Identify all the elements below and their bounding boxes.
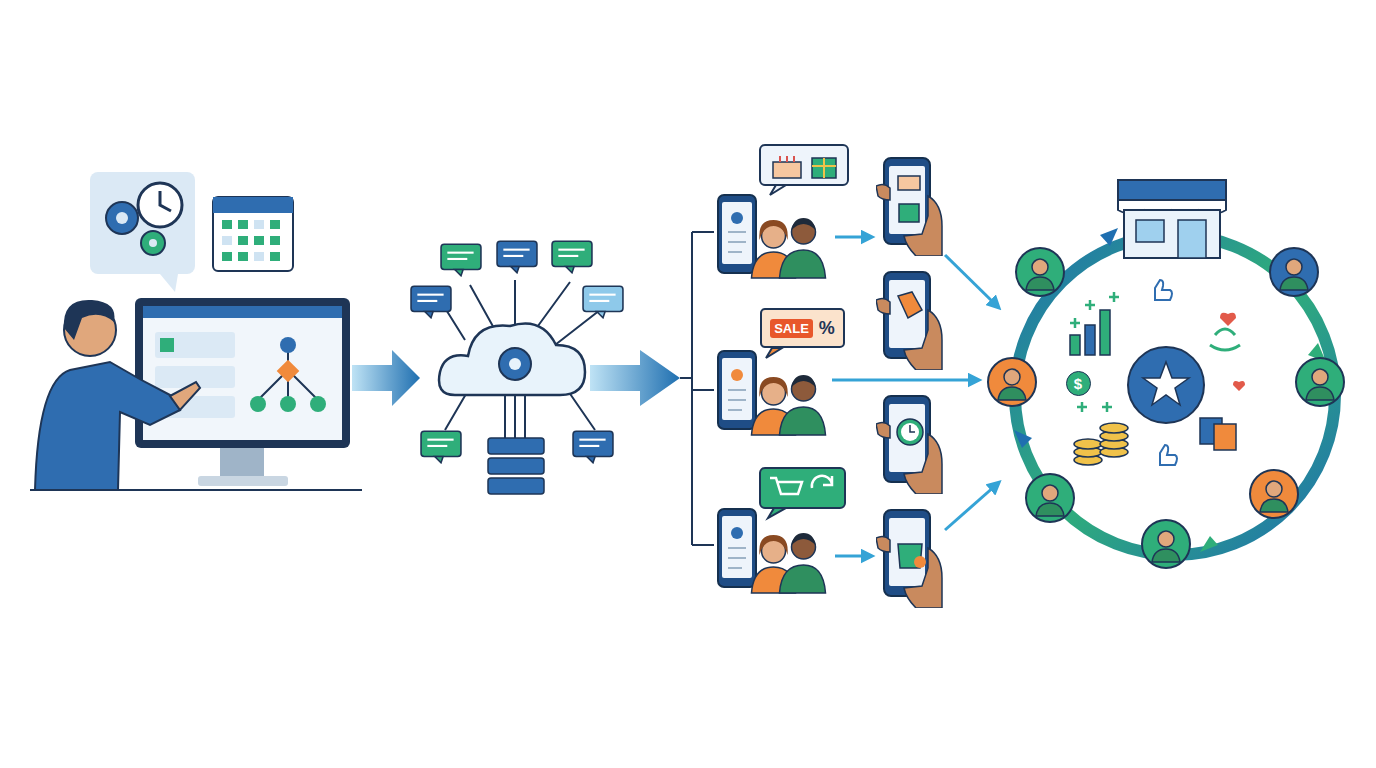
- percent-sign: %: [819, 318, 835, 339]
- sale-tag: SALE: [770, 319, 813, 338]
- sale-bubble: SALE%: [760, 308, 845, 348]
- dollar-sign: $: [1074, 375, 1082, 392]
- coin-badge: $: [1066, 371, 1091, 396]
